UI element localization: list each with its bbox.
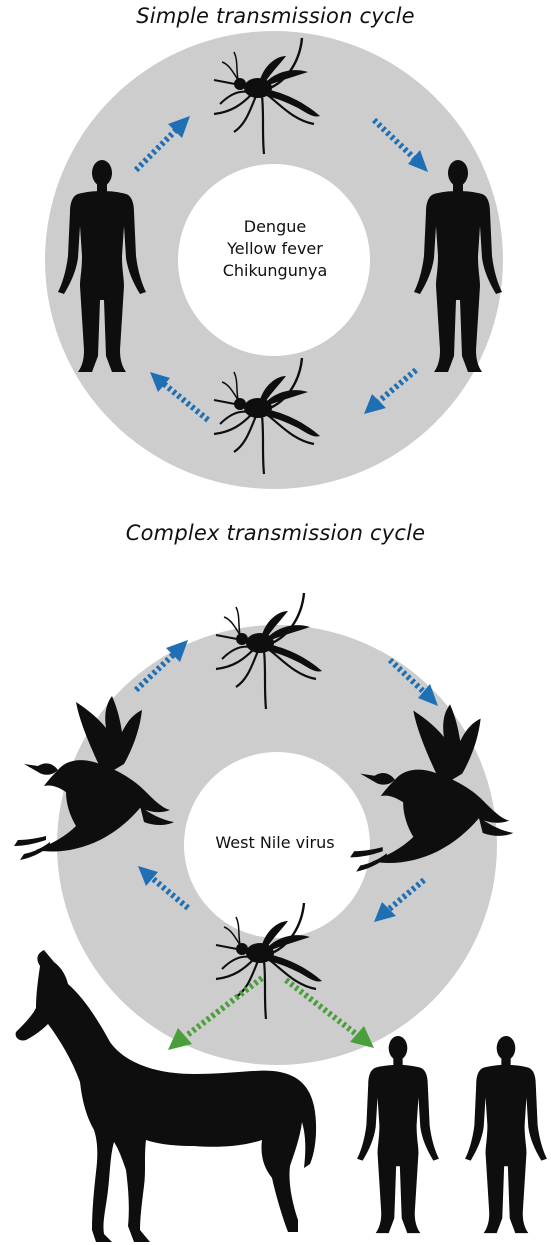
human-icon [357,1036,439,1233]
disease-label: Chikungunya [195,260,355,282]
disease-label: Yellow fever [195,238,355,260]
human-icon [465,1036,547,1233]
complex-cycle-diseases: West Nile virus [190,832,360,854]
simple-cycle-diseases: Dengue Yellow fever Chikungunya [195,216,355,282]
disease-label: Dengue [195,216,355,238]
disease-label: West Nile virus [190,832,360,854]
complex-cycle [14,593,513,1065]
